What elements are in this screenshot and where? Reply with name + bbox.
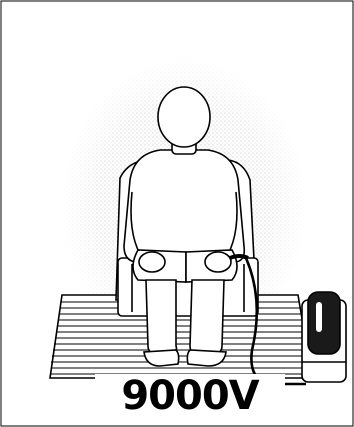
generator [302, 292, 346, 382]
voltage-label: 9000V [95, 374, 285, 418]
